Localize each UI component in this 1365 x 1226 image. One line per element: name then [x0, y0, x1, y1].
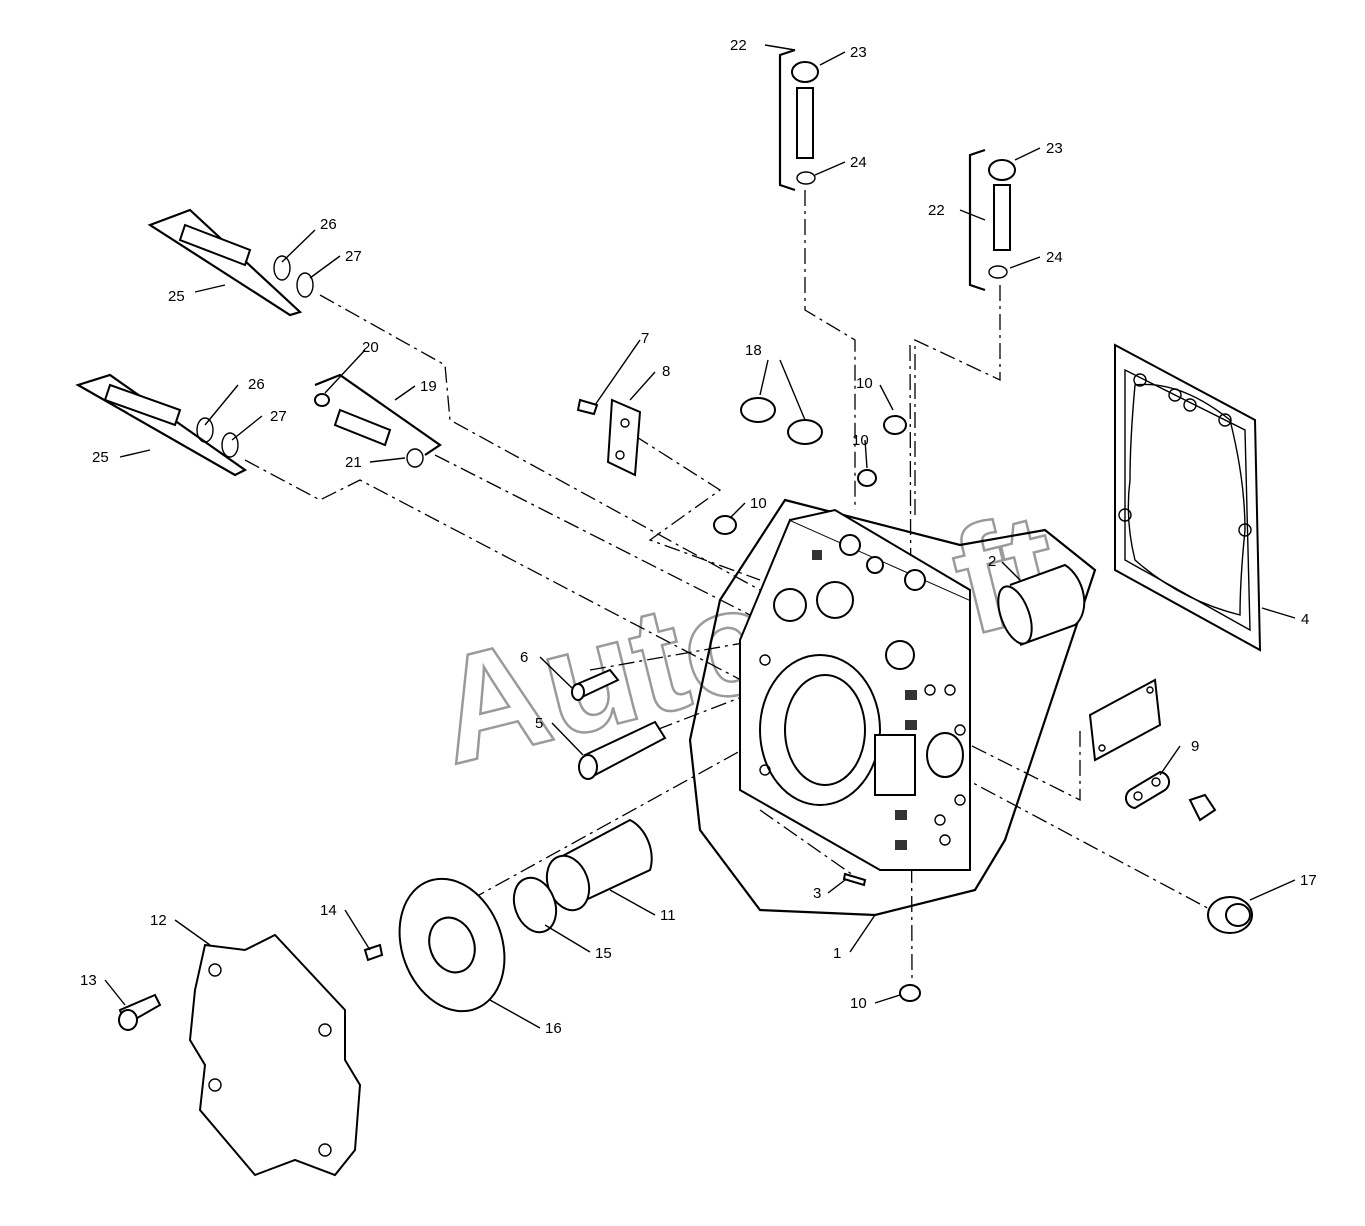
cover-plate-part-9	[1088, 678, 1217, 822]
plugs	[713, 397, 921, 1002]
housing-outline	[688, 498, 1097, 917]
callout-13: 13	[80, 972, 97, 989]
callout-labels: 1 2 3 4 5 6 7 8 9 10 10 10 10 11 12 13 1…	[80, 37, 1317, 1037]
callout-10-bottom: 10	[850, 995, 867, 1012]
gasket-part-4	[1114, 343, 1262, 652]
callout-26-upper: 26	[320, 216, 337, 233]
cartridge-valve-upper	[147, 208, 314, 317]
callout-1: 1	[833, 945, 841, 962]
cartridge-valve-lower	[75, 373, 248, 477]
callout-6: 6	[520, 649, 528, 666]
callout-11: 11	[660, 907, 676, 924]
callout-10-top: 10	[856, 375, 873, 392]
callout-27-lower: 27	[270, 408, 287, 425]
callout-10-mid: 10	[852, 432, 869, 449]
callout-14: 14	[320, 902, 337, 919]
callout-9: 9	[1191, 738, 1199, 755]
relief-valve-right	[968, 148, 1016, 292]
callout-19: 19	[420, 378, 437, 395]
center-lines	[244, 190, 1231, 981]
callout-22-right: 22	[928, 202, 945, 219]
callout-10-left: 10	[750, 495, 767, 512]
callout-3: 3	[813, 885, 821, 902]
callout-5: 5	[535, 715, 543, 732]
callout-25-upper: 25	[168, 288, 185, 305]
sleeve-part-2	[997, 563, 1086, 646]
callout-18: 18	[745, 342, 762, 359]
screws-part-5-6	[571, 668, 667, 780]
flange-plate-part-12	[118, 933, 362, 1177]
callout-12: 12	[150, 912, 167, 929]
callout-22-left: 22	[730, 37, 747, 54]
shaft-assembly	[363, 818, 653, 1013]
callout-7: 7	[641, 330, 649, 347]
callout-24-left: 24	[850, 154, 867, 171]
callout-15: 15	[595, 945, 612, 962]
callout-21: 21	[345, 454, 362, 471]
bracket-part-7-8	[576, 398, 642, 477]
callout-2: 2	[988, 553, 996, 570]
callout-4: 4	[1301, 611, 1309, 628]
leader-lines	[104, 44, 1296, 1029]
callout-25-lower: 25	[92, 449, 109, 466]
callout-23-left: 23	[850, 44, 867, 61]
callout-16: 16	[545, 1020, 562, 1037]
valve-part-19	[314, 373, 442, 468]
callout-20: 20	[362, 339, 379, 356]
relief-valve-left	[778, 48, 819, 192]
callout-23-right: 23	[1046, 140, 1063, 157]
callout-27-upper: 27	[345, 248, 362, 265]
callout-8: 8	[662, 363, 670, 380]
callout-17: 17	[1300, 872, 1317, 889]
pin-part-3	[842, 872, 867, 887]
plug-part-17	[1207, 896, 1253, 934]
pump-housing	[739, 508, 971, 871]
callout-26-lower: 26	[248, 376, 265, 393]
callout-24-right: 24	[1046, 249, 1063, 266]
